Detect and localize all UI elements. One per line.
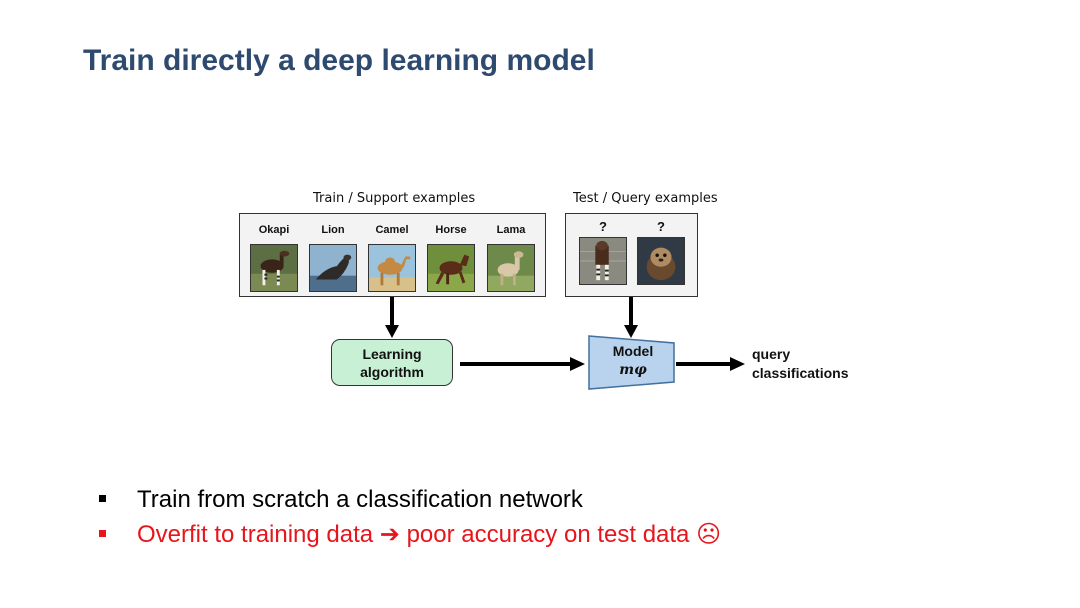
query-example-1: ? <box>579 220 627 285</box>
support-label-okapi: Okapi <box>258 224 290 236</box>
model-box <box>588 335 675 390</box>
support-example-okapi: Okapi <box>250 223 298 292</box>
learning-algorithm-box: Learning algorithm <box>331 339 453 386</box>
slide-title: Train directly a deep learning model <box>83 44 595 77</box>
query-caption: Test / Query examples <box>573 191 718 206</box>
bullet-text: Overfit to training data ➔ poor accuracy… <box>137 521 722 548</box>
support-caption: Train / Support examples <box>313 191 476 206</box>
support-example-lama: Lama <box>487 223 535 292</box>
output-line2: classifications <box>752 365 849 381</box>
bullet-text: Train from scratch a classification netw… <box>137 486 583 513</box>
okapi-photo-icon <box>250 244 298 292</box>
camel-photo-icon <box>368 244 416 292</box>
bullet-marker-icon <box>99 530 106 537</box>
support-label-lama: Lama <box>496 224 526 236</box>
support-example-camel: Camel <box>368 223 416 292</box>
support-label-horse: Horse <box>435 224 467 236</box>
support-example-horse: Horse <box>427 223 475 292</box>
arrow-down-icon <box>385 297 399 338</box>
learning-box-line1: Learning <box>362 345 422 362</box>
query-example-2: ? <box>637 220 685 285</box>
model-symbol: mφ <box>619 362 647 378</box>
horse-photo-icon <box>427 244 475 292</box>
okapi-photo-icon <box>579 237 627 285</box>
support-example-lion: Lion <box>309 223 357 292</box>
llama-photo-icon <box>487 244 535 292</box>
learning-box-line2: algorithm <box>360 363 424 380</box>
output-line1: query <box>752 346 791 362</box>
bullet-marker-icon <box>99 495 106 502</box>
arrow-right-icon <box>676 357 745 371</box>
sea-lion-photo-icon <box>309 244 357 292</box>
support-label-lion: Lion <box>321 224 345 236</box>
model-label: Model <box>612 343 654 359</box>
query-classifications-label: query classifications <box>752 345 849 383</box>
arrow-right-icon <box>460 357 585 371</box>
support-label-camel: Camel <box>375 224 409 236</box>
query-label-2: ? <box>657 219 665 234</box>
query-label-1: ? <box>599 219 607 234</box>
arrow-down-icon <box>624 297 638 338</box>
sea-otter-photo-icon <box>637 237 685 285</box>
